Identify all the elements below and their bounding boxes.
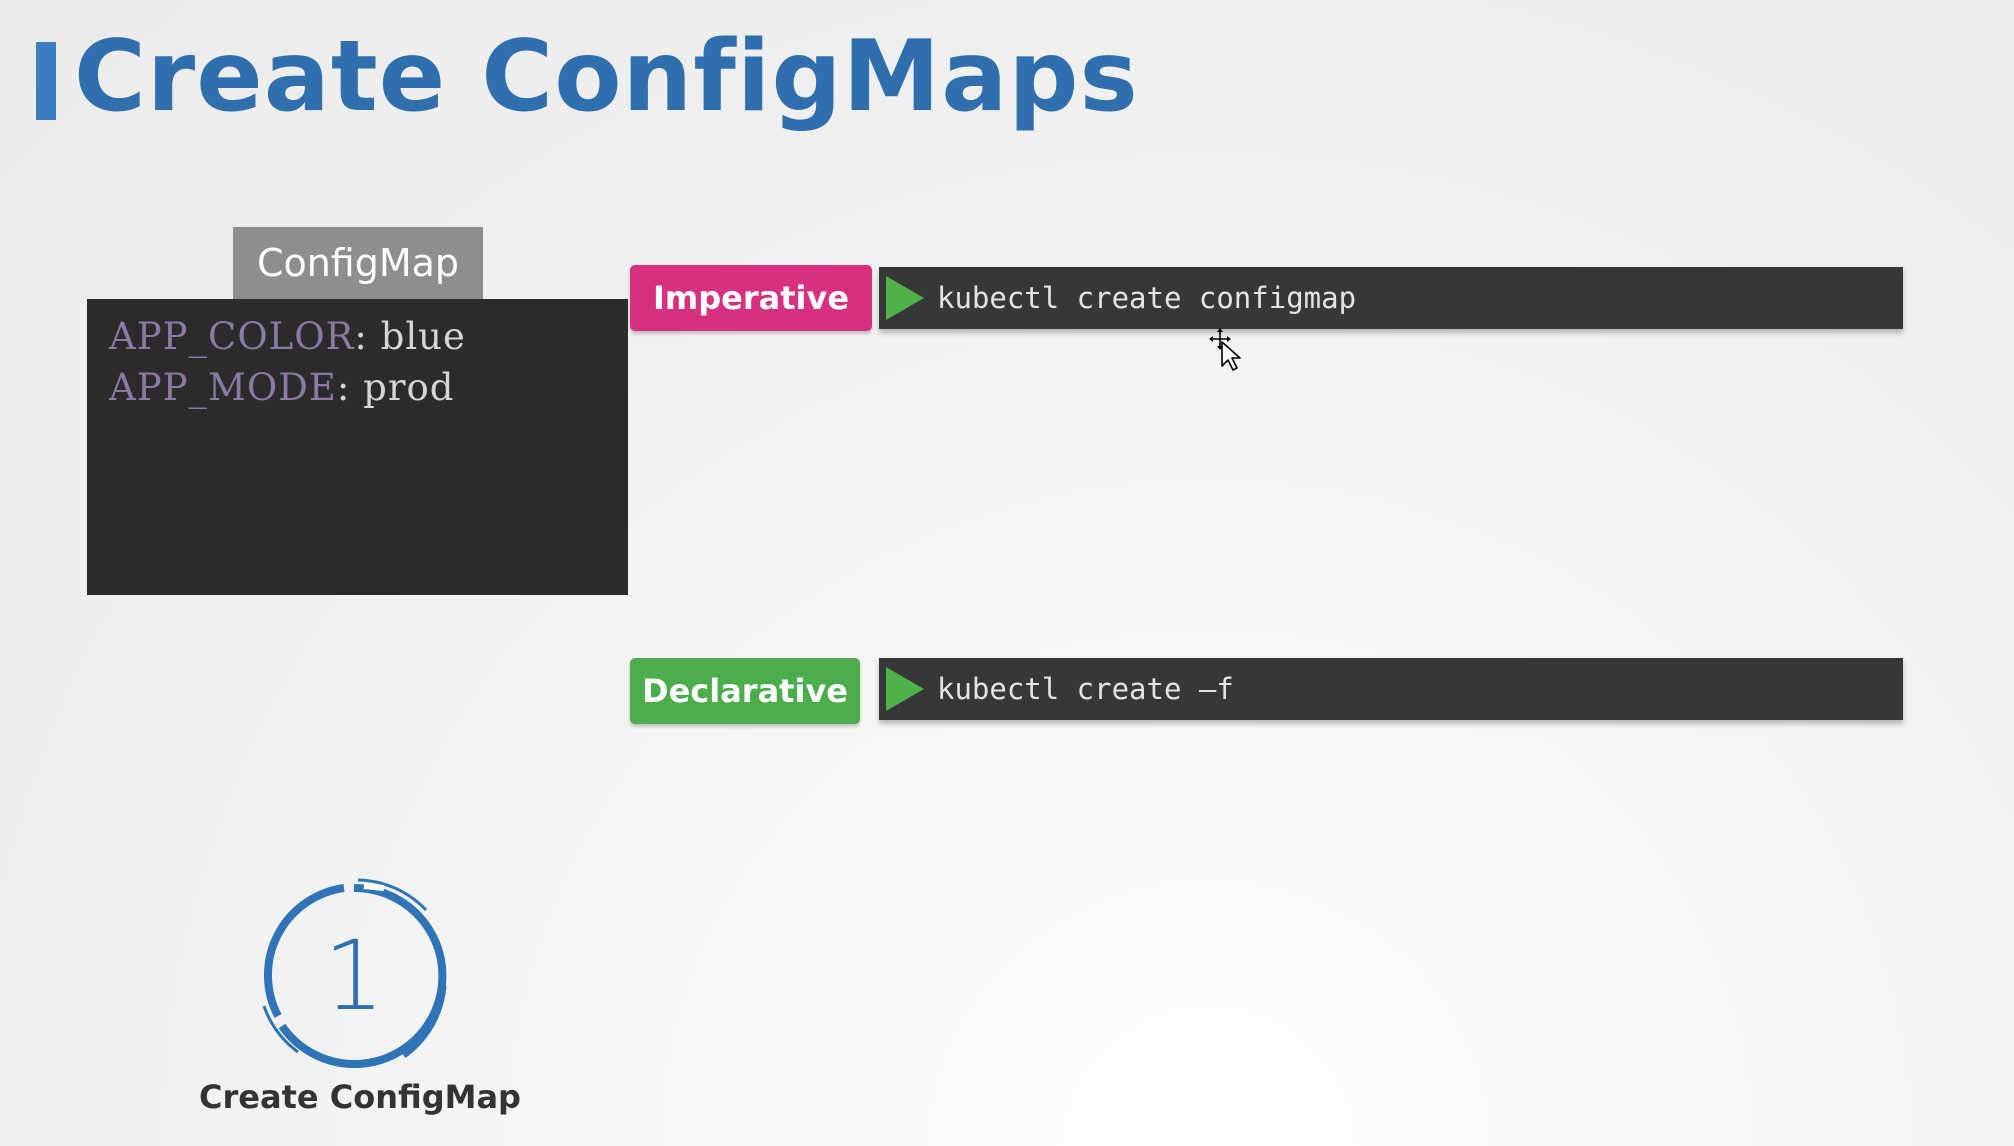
configmap-entry: APP_MODE: prod xyxy=(109,363,454,413)
configmap-key: APP_MODE xyxy=(109,366,337,409)
configmap-separator: : xyxy=(336,366,351,409)
imperative-badge: Imperative xyxy=(630,265,872,331)
configmap-entry: APP_COLOR: blue xyxy=(109,312,466,362)
title-accent-bar xyxy=(36,42,56,120)
imperative-command: kubectl create configmap xyxy=(937,281,1357,315)
configmap-separator: : xyxy=(354,315,368,358)
configmap-value: prod xyxy=(363,366,455,409)
configmap-tab: ConfigMap xyxy=(233,227,483,299)
declarative-badge: Declarative xyxy=(630,658,860,724)
configmap-value: blue xyxy=(380,315,466,358)
configmap-data-box: APP_COLOR: blue APP_MODE: prod xyxy=(87,299,628,595)
imperative-command-bar: kubectl create configmap xyxy=(879,267,1903,329)
play-icon xyxy=(886,667,924,711)
declarative-command-bar: kubectl create –f xyxy=(879,658,1903,720)
step-number: 1 xyxy=(323,920,385,1032)
step-label: Create ConfigMap xyxy=(199,1078,521,1116)
configmap-key: APP_COLOR xyxy=(109,315,355,358)
play-icon xyxy=(886,276,924,320)
declarative-command: kubectl create –f xyxy=(937,672,1234,706)
page-title: Create ConfigMaps xyxy=(74,20,1139,134)
move-cursor-icon xyxy=(1208,328,1242,372)
step-progress-ring xyxy=(262,878,447,1068)
step-indicator: 1 xyxy=(254,876,454,1076)
